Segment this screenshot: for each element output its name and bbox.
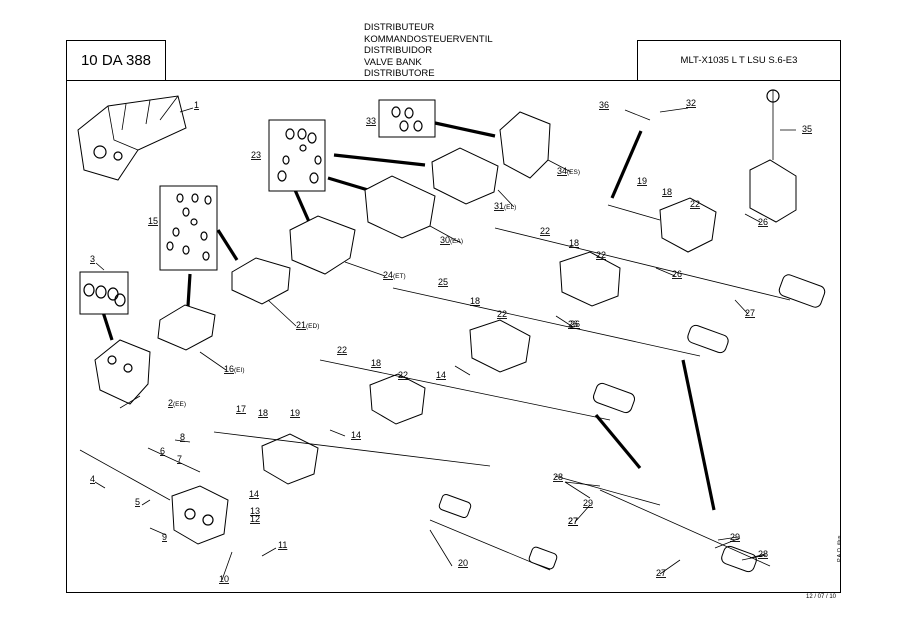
solenoid-actuator (778, 274, 826, 308)
title-es: DISTRIBUIDOR (364, 45, 433, 57)
callout-26: 26 (672, 269, 682, 279)
section-right-1 (659, 197, 717, 253)
callout-24: 24(ET) (383, 270, 406, 280)
callout-5: 5 (135, 497, 140, 507)
title-block: DISTRIBUTEUR KOMMANDOSTEUERVENTIL DISTRI… (364, 22, 493, 80)
callout-13: 13 (250, 506, 260, 516)
section-35 (749, 159, 797, 223)
section-left-2 (261, 433, 319, 485)
callout-26: 26 (570, 319, 580, 329)
callout-22: 22 (690, 199, 700, 209)
callout-17: 17 (236, 404, 246, 414)
callout-7: 7 (177, 454, 182, 464)
callout-27: 27 (656, 568, 666, 578)
model-box: MLT-X1035 L T LSU S.6-E3 (637, 40, 841, 82)
callout-18: 18 (662, 187, 672, 197)
callout-30: 30(EA) (440, 235, 463, 245)
section-left-1 (369, 373, 426, 425)
callout-22: 22 (596, 250, 606, 260)
callout-22: 22 (540, 226, 550, 236)
section-el (431, 147, 499, 205)
reference-box: 10 DA 388 (66, 40, 166, 82)
callout-8: 8 (180, 432, 185, 442)
callout-11: 11 (278, 540, 287, 550)
callout-14: 14 (351, 430, 361, 440)
callout-19: 19 (290, 408, 300, 418)
illustration-credit: P.A.O. illus (837, 535, 843, 563)
callout-2: 2(EE) (168, 398, 186, 408)
callout-1: 1 (194, 100, 199, 110)
callout-34: 34(ES) (557, 166, 580, 176)
footer-date: 12 / 07 / 10 (806, 594, 837, 600)
section-es (499, 111, 551, 179)
callout-10: 10 (219, 574, 229, 584)
title-fr: DISTRIBUTEUR (364, 22, 435, 33)
title-it: DISTRIBUTORE (364, 68, 435, 80)
callout-14: 14 (436, 370, 446, 380)
callout-27: 27 (568, 516, 578, 526)
callout-29: 29 (730, 532, 740, 542)
callout-19: 19 (637, 176, 647, 186)
callout-27: 27 (568, 516, 578, 526)
callout-35: 35 (802, 124, 812, 134)
spool-cap (528, 546, 558, 570)
kit-box-15 (159, 185, 218, 271)
callout-22: 22 (398, 370, 408, 380)
callout-18: 18 (258, 408, 268, 418)
callout-29: 29 (583, 498, 593, 508)
callout-6: 6 (160, 446, 165, 456)
callout-12: 12 (250, 514, 260, 524)
callout-18: 18 (371, 358, 381, 368)
callout-15: 15 (148, 216, 158, 226)
callout-33: 33 (366, 116, 376, 126)
valve-sections (77, 89, 826, 573)
callout-31: 31(EL) (494, 201, 516, 211)
callout-28: 28 (758, 549, 768, 559)
callout-3: 3 (90, 254, 95, 264)
section-ed (231, 257, 291, 305)
callout-23: 23 (251, 150, 261, 160)
callout-26: 26 (758, 217, 768, 227)
title-en: VALVE BANK (364, 56, 422, 68)
section-middle-2 (469, 319, 531, 373)
spool-cap (438, 493, 472, 519)
callout-18: 18 (470, 296, 480, 306)
callout-9: 9 (162, 532, 167, 542)
gasket-kit-boxes (79, 99, 436, 315)
reference-number: 10 DA 388 (80, 52, 152, 69)
callout-28: 28 (553, 472, 563, 482)
solenoid-actuator (592, 382, 636, 414)
callout-25: 25 (438, 277, 448, 287)
callout-14: 14 (249, 489, 259, 499)
valve-bank-assembly (77, 95, 187, 181)
model-name: MLT-X1035 L T LSU S.6-E3 (680, 55, 798, 66)
section-et (289, 215, 356, 275)
solenoid-actuator (687, 324, 729, 354)
inlet-section (94, 339, 151, 405)
callout-22: 22 (337, 345, 347, 355)
callout-32: 32 (686, 98, 696, 108)
callout-36: 36 (599, 100, 609, 110)
callout-4: 4 (90, 474, 95, 484)
callout-18: 18 (569, 238, 579, 248)
section-ei (157, 304, 216, 351)
section-ea (364, 175, 436, 239)
callout-21: 21(ED) (296, 320, 319, 330)
kit-box-33 (378, 99, 436, 138)
callout-27: 27 (745, 308, 755, 318)
callout-22: 22 (497, 309, 507, 319)
kit-box-23 (268, 119, 326, 192)
callout-16: 16(EI) (224, 364, 245, 374)
callout-20: 20 (458, 558, 468, 568)
pointer-bars (101, 121, 716, 511)
title-de: KOMMANDOSTEUERVENTIL (364, 33, 493, 45)
kit-box-3 (79, 271, 129, 315)
solenoid-actuator (721, 545, 757, 573)
leader-lines (94, 107, 796, 581)
callout-26: 26 (568, 319, 578, 329)
section-middle-1 (559, 251, 621, 307)
end-section (171, 485, 229, 545)
